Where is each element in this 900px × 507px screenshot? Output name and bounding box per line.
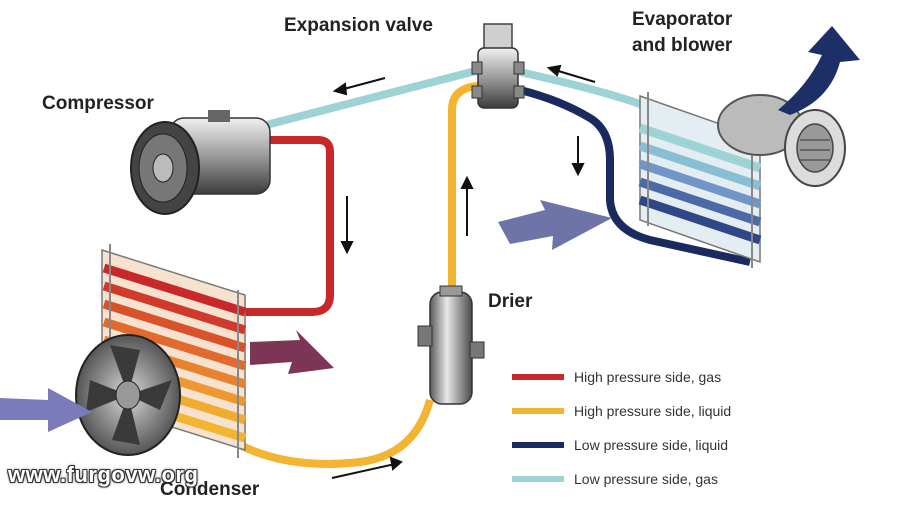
expansion-valve	[471, 23, 525, 109]
airflow-in-arrow-evaporator	[498, 200, 612, 250]
legend-item: Low pressure side, gas	[512, 462, 731, 496]
condenser-label: Condenser	[160, 479, 260, 500]
legend-item: Low pressure side, liquid	[512, 428, 731, 462]
legend-swatch	[512, 408, 564, 414]
drier-label: Drier	[488, 291, 533, 312]
compressor-label: Compressor	[42, 93, 154, 114]
low-pressure-liquid-line	[519, 86, 751, 266]
legend-label: High pressure side, liquid	[574, 403, 732, 419]
drier	[417, 285, 485, 405]
airflow-out-arrow	[778, 26, 860, 115]
watermark: www.furgovw.org	[8, 462, 199, 487]
high-pressure-liquid-line-up	[448, 82, 479, 300]
legend: High pressure side, gas High pressure si…	[512, 360, 731, 496]
legend-label: Low pressure side, gas	[574, 471, 718, 487]
high-pressure-liquid-line	[238, 398, 434, 468]
legend-swatch	[512, 442, 564, 448]
legend-swatch	[512, 374, 564, 380]
legend-label: Low pressure side, liquid	[574, 437, 729, 453]
flow-arrows	[331, 64, 596, 479]
expansion-valve-label: Expansion valve	[284, 15, 433, 36]
airflow-in-arrow-condenser	[0, 388, 92, 432]
legend-item: High pressure side, liquid	[512, 394, 731, 428]
high-pressure-gas-line	[240, 136, 334, 316]
low-pressure-gas-line-evap	[519, 68, 654, 112]
legend-swatch	[512, 476, 564, 482]
compressor	[130, 110, 271, 215]
flow-arrow-to-compressor	[339, 77, 386, 91]
legend-label: High pressure side, gas	[574, 369, 722, 385]
blower-label: and blower	[632, 35, 733, 56]
flow-arrow-from-evaporator	[554, 69, 596, 83]
flow-arrow-to-drier	[331, 463, 396, 479]
condenser-fan	[75, 334, 181, 456]
legend-item: High pressure side, gas	[512, 360, 731, 394]
airflow-out-arrow-condenser	[250, 330, 334, 374]
evaporator-label: Evaporator	[632, 9, 733, 30]
low-pressure-gas-line	[266, 62, 499, 128]
